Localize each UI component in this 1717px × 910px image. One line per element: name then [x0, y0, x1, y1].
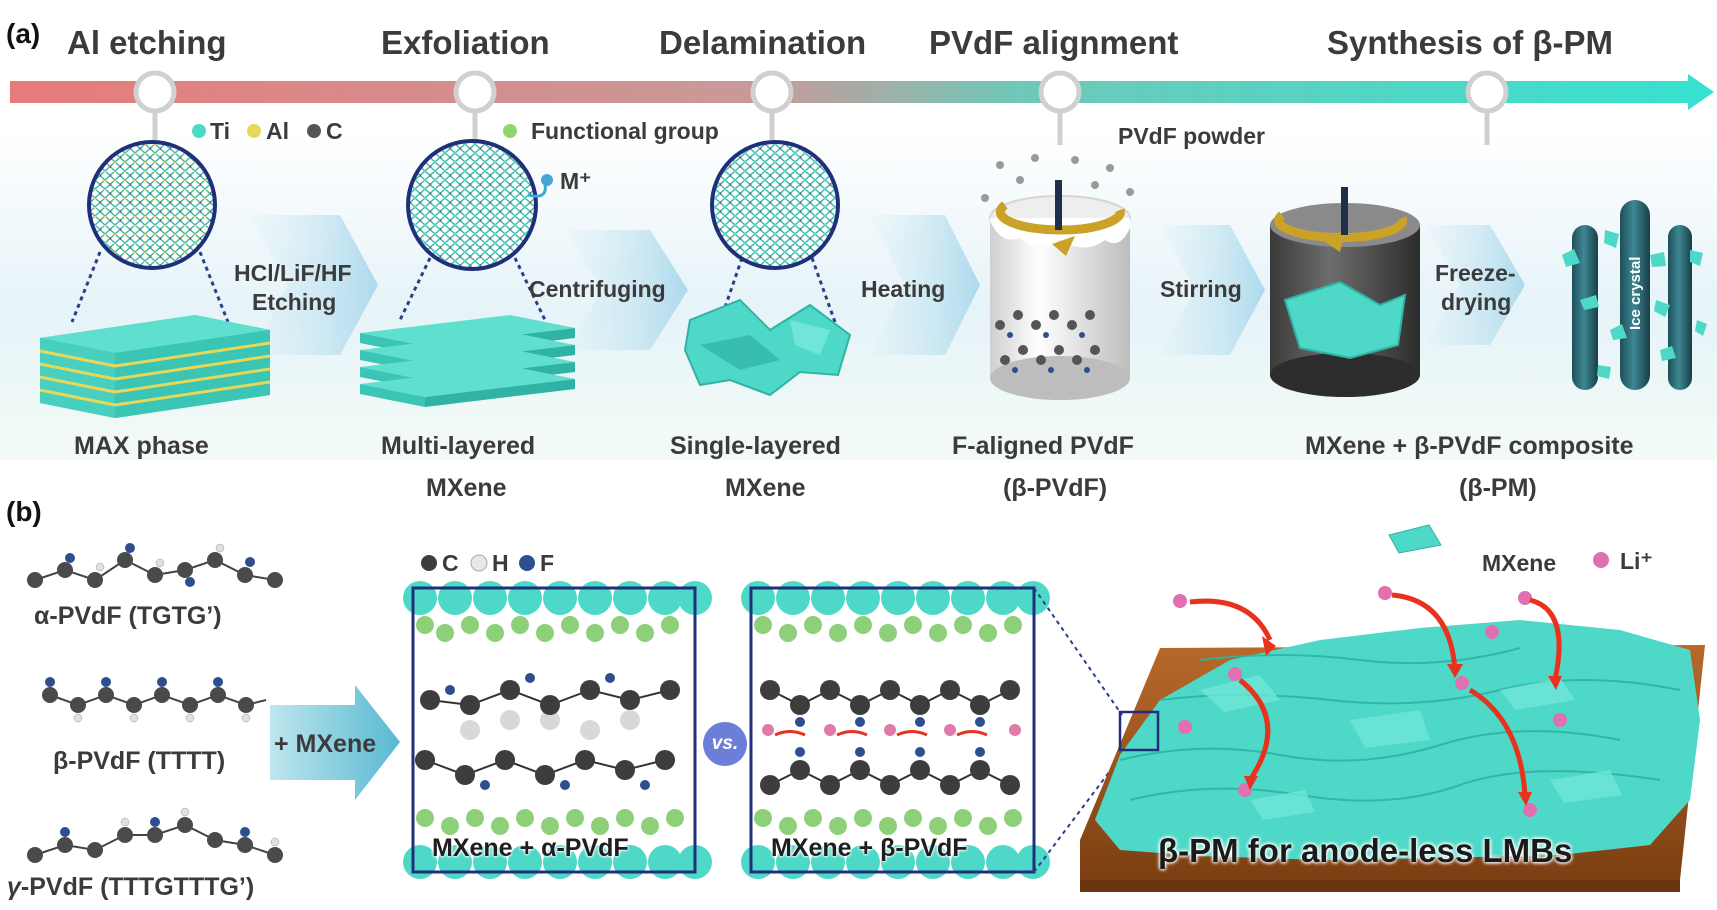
ti-atom-icon: [192, 124, 206, 138]
process-chevron: [565, 230, 688, 350]
caption-single-line1: Single-layered: [670, 432, 841, 460]
process-chevron: [250, 215, 378, 355]
gamma-pvdf-chain: [27, 807, 283, 863]
process-centrifuging: Centrifuging: [529, 276, 666, 302]
gamma-symbol: γ: [7, 873, 21, 901]
process-chevron: [870, 215, 980, 355]
hydrogen-atom-icon: [470, 554, 488, 572]
functional-group-icon: [503, 124, 517, 138]
legend-carbon: C: [442, 550, 459, 576]
stage-exfoliation: Exfoliation: [381, 24, 550, 61]
timeline-pin: [1465, 70, 1509, 145]
gamma-pvdf-rest: -PVdF (TTTGTTTG’): [20, 873, 255, 901]
caption-multi-line2: MXene: [426, 474, 507, 502]
add-mxene-arrow: [270, 685, 400, 800]
legend-li-ion: Li⁺: [1620, 548, 1653, 574]
ice-crystal-pillars: [1562, 200, 1707, 390]
caption-single-line2: MXene: [725, 474, 806, 502]
legend-mxene: MXene: [1482, 550, 1557, 576]
stage-al-etching: Al etching: [67, 24, 227, 61]
timeline-pin: [133, 70, 177, 140]
timeline-pin: [453, 70, 497, 140]
beta-pm-title: β-PM for anode-less LMBs: [1158, 832, 1573, 869]
versus-badge: vs.: [703, 722, 747, 766]
mxene-legend-icon: [1388, 524, 1442, 554]
timeline-pin: [750, 70, 794, 140]
legend-hydrogen: H: [492, 550, 509, 576]
stage-synthesis: Synthesis of β-PM: [1327, 24, 1614, 61]
pvdf-powder-label: PVdF powder: [1118, 123, 1265, 149]
stage-delamination: Delamination: [659, 24, 867, 61]
metal-ion-icon: [541, 174, 553, 186]
box-alpha-label: MXene + α-PVdF: [432, 834, 629, 862]
beta-pvdf-chain: [42, 677, 267, 723]
beta-pm-electrode: [1080, 524, 1705, 892]
process-etching-line1: HCl/LiF/HF: [234, 260, 352, 286]
legend-c: C: [326, 118, 343, 144]
process-etching-line2: Etching: [252, 289, 337, 315]
legend-fluorine: F: [540, 550, 555, 576]
zoom-line: [1033, 587, 1123, 716]
multilayer-mxene-block: [360, 139, 575, 407]
legend-al: Al: [266, 118, 289, 144]
process-freeze-line2: drying: [1441, 289, 1512, 315]
alpha-pvdf-chain: [27, 543, 283, 588]
process-stirring: Stirring: [1160, 276, 1242, 302]
process-chevron: [1425, 225, 1525, 345]
caption-multi-line1: Multi-layered: [381, 432, 536, 460]
fluorine-atom-icon: [519, 555, 535, 571]
gamma-pvdf-label: γ-PVdF (TTTGTTTG’): [7, 873, 254, 902]
caption-composite-line2: (β-PM): [1459, 474, 1537, 502]
al-atom-icon: [247, 124, 261, 138]
max-phase-block: [39, 140, 271, 418]
stage-pvdf-alignment: PVdF alignment: [929, 24, 1179, 61]
pvdf-beaker: [981, 154, 1134, 400]
plus-mxene-label: + MXene: [274, 730, 377, 758]
beta-pvdf-label: β-PVdF (TTTT): [53, 747, 226, 775]
process-freeze-line1: Freeze-: [1435, 260, 1516, 286]
box-beta-label: MXene + β-PVdF: [771, 834, 968, 862]
metal-ion-label: M⁺: [560, 168, 592, 194]
legend-functional-group: Functional group: [531, 118, 719, 144]
ice-crystal-label: Ice crystal: [1627, 256, 1644, 330]
panel-b-tag: (b): [6, 496, 42, 527]
caption-composite-line1: MXene + β-PVdF composite: [1305, 432, 1634, 460]
process-chevron: [1160, 225, 1265, 355]
mxene-beta-pvdf-box: [741, 581, 1050, 879]
process-heating: Heating: [861, 276, 946, 302]
carbon-atom-icon: [421, 555, 437, 571]
alpha-pvdf-label: α-PVdF (TGTG’): [34, 602, 222, 630]
caption-falign-line2: (β-PVdF): [1003, 474, 1108, 502]
mxene-alpha-pvdf-box: [403, 581, 712, 879]
caption-falign-line1: F-aligned PVdF: [952, 432, 1134, 460]
legend-ti: Ti: [210, 118, 231, 144]
caption-max-phase: MAX phase: [74, 432, 209, 460]
panel-a-tag: (a): [6, 18, 41, 49]
c-atom-icon: [307, 124, 321, 138]
timeline-pin: [1038, 70, 1082, 145]
stirring-beaker: [1270, 187, 1420, 397]
timeline-arrow: [10, 74, 1714, 110]
single-layer-mxene-flakes: [683, 140, 852, 397]
li-ion-legend-icon: [1593, 552, 1609, 568]
